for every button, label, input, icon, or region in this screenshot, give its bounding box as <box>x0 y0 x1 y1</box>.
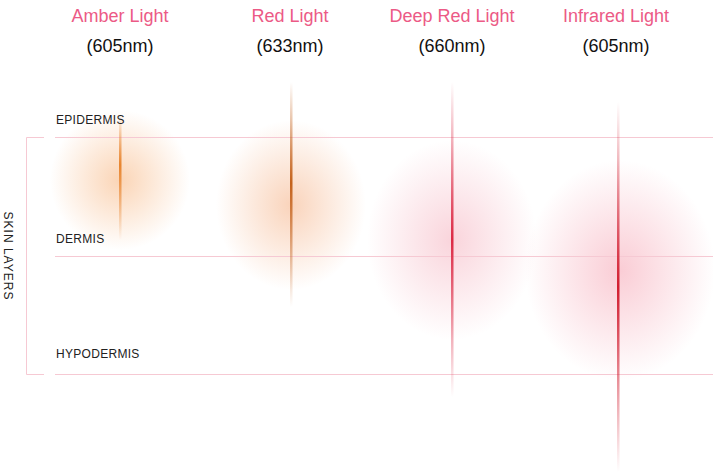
wavelength: (605nm) <box>582 37 649 55</box>
layer-name: EPIDERMIS <box>56 114 125 126</box>
light-name: Infrared Light <box>563 7 669 25</box>
light-name: Deep Red Light <box>389 7 514 25</box>
wavelength: (633nm) <box>256 37 323 55</box>
light-name: Amber Light <box>71 7 168 25</box>
wavelength: (660nm) <box>418 37 485 55</box>
light-name: Red Light <box>251 7 328 25</box>
wavelength: (605nm) <box>86 37 153 55</box>
layer-name: HYPODERMIS <box>56 348 140 360</box>
bracket-label: SKIN LAYERS <box>2 212 14 301</box>
layer-name: DERMIS <box>56 233 104 245</box>
